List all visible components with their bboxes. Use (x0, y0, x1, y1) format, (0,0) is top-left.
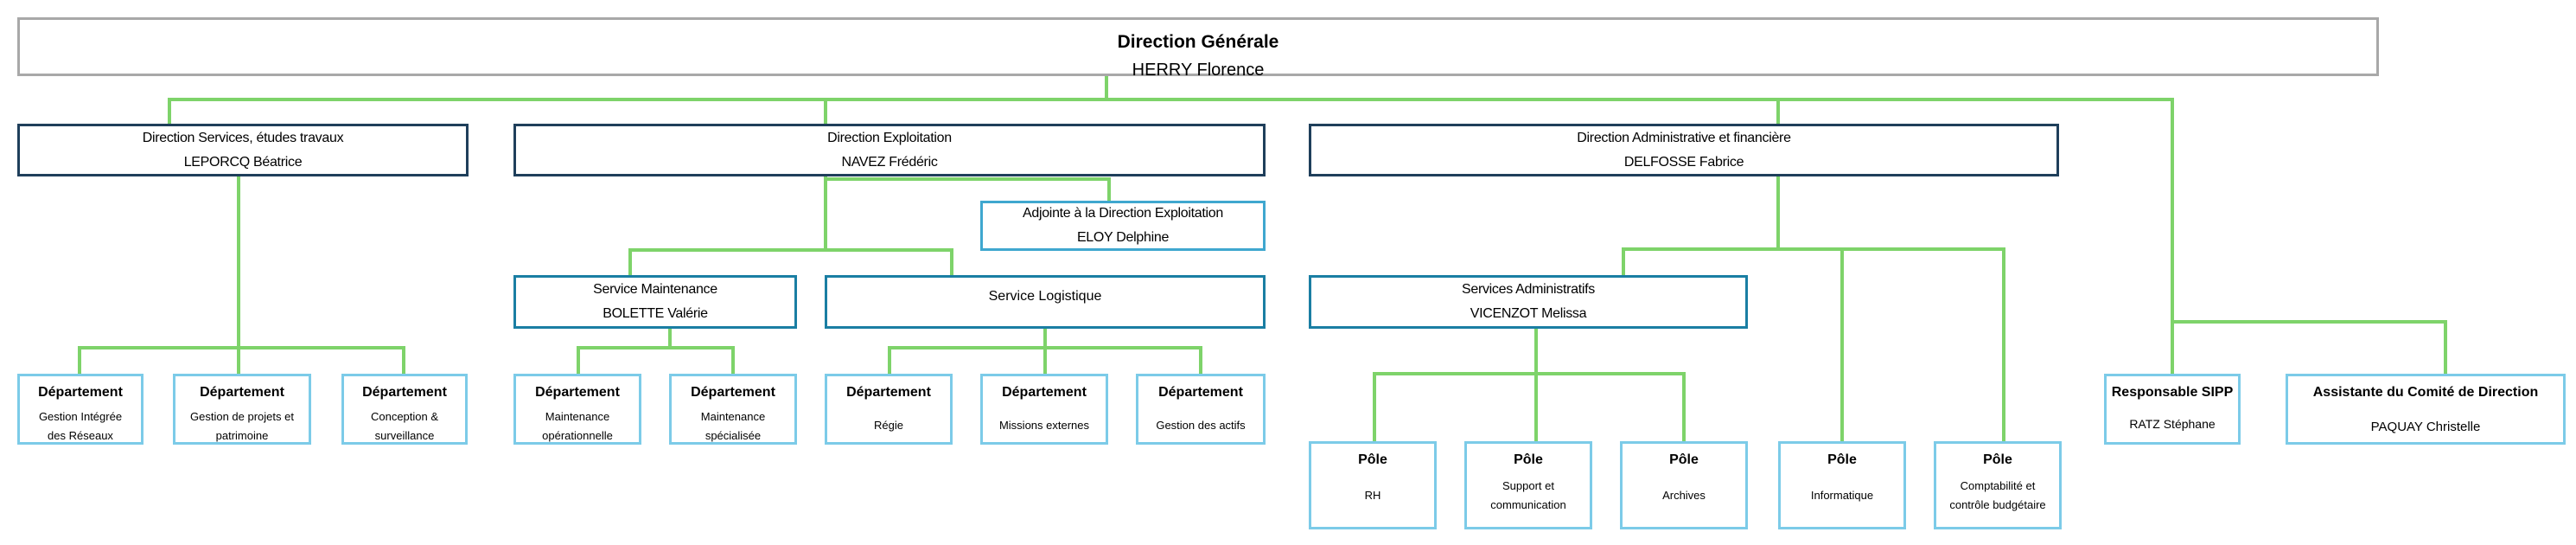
pole-support-box: Pôle Support et communication (1464, 441, 1592, 529)
connector (168, 98, 2447, 374)
connector (824, 176, 953, 275)
service-logistique-box: Service Logistique (825, 275, 1266, 329)
pole-head: Pôle (1514, 452, 1543, 467)
connector (1373, 372, 1686, 441)
dir-admin-box: Direction Administrative et financière D… (1309, 124, 2059, 176)
pole-head: Pôle (1827, 452, 1857, 467)
service-maintenance-box: Service Maintenance BOLETTE Valérie (513, 275, 797, 329)
dept-maint-spec-box: Département Maintenance spécialisée (669, 374, 797, 445)
dir-services-name: LEPORCQ Béatrice (183, 154, 303, 170)
dept-conception-box: Département Conception & surveillance (341, 374, 468, 445)
dept-head: Département (691, 385, 775, 400)
dir-exploitation-box: Direction Exploitation NAVEZ Frédéric (513, 124, 1266, 176)
dir-exploitation-title: Direction Exploitation (827, 130, 952, 145)
service-maintenance-title: Service Maintenance (593, 282, 717, 297)
adjointe-name: ELOY Delphine (1076, 230, 1170, 245)
dept-gestion-projets-box: Département Gestion de projets et patrim… (173, 374, 311, 445)
assistante-name: PAQUAY Christelle (2370, 420, 2481, 434)
pole-rh-box: Pôle RH (1309, 441, 1437, 529)
dept-sub: Gestion Intégrée des Réseaux (38, 410, 123, 442)
dept-head: Département (535, 385, 620, 400)
connector (824, 176, 1111, 201)
dept-head: Département (38, 385, 123, 400)
direction-generale-box: Direction Générale HERRY Florence (17, 17, 2379, 80)
dept-actifs-box: Département Gestion des actifs (1136, 374, 1266, 445)
pole-sub: Comptabilité et contrôle budgétaire (1949, 479, 2046, 511)
dept-head: Département (362, 385, 447, 400)
pole-archives-box: Pôle Archives (1620, 441, 1748, 529)
services-admin-box: Services Administratifs VICENZOT Melissa (1309, 275, 1748, 329)
pole-sub: Archives (1662, 489, 1706, 502)
adjointe-box: Adjointe à la Direction Exploitation ELO… (980, 201, 1266, 251)
dept-sub: Conception & surveillance (370, 410, 439, 442)
dept-missions-box: Département Missions externes (980, 374, 1108, 445)
responsable-sipp-head: Responsable SIPP (2111, 385, 2234, 400)
dept-head: Département (1158, 385, 1243, 400)
pole-head: Pôle (1669, 452, 1699, 467)
pole-sub: RH (1364, 489, 1381, 502)
dept-head: Département (1002, 385, 1087, 400)
connector (78, 346, 405, 374)
pole-sub: Support et communication (1490, 479, 1566, 511)
dept-sub: Gestion des actifs (1156, 419, 1246, 432)
responsable-sipp-box: Responsable SIPP RATZ Stéphane (2104, 374, 2241, 445)
direction-generale-title: Direction Générale (1117, 32, 1279, 52)
dept-gestion-integree-box: Département Gestion Intégrée des Réseaux (17, 374, 143, 445)
pole-sub: Informatique (1810, 489, 1874, 502)
connector (628, 248, 826, 275)
services-admin-name: VICENZOT Melissa (1470, 306, 1587, 321)
dept-sub: Gestion de projets et patrimoine (190, 410, 294, 442)
dept-regie-box: Département Régie (825, 374, 953, 445)
dept-maint-op-box: Département Maintenance opérationnelle (513, 374, 641, 445)
connector (577, 346, 735, 374)
dept-sub: Maintenance spécialisée (700, 410, 766, 442)
pole-head: Pôle (1983, 452, 2012, 467)
direction-generale-name: HERRY Florence (1132, 61, 1265, 80)
assistante-head: Assistante du Comité de Direction (2312, 385, 2539, 400)
assistante-box: Assistante du Comité de Direction PAQUAY… (2286, 374, 2566, 445)
dept-sub: Régie (874, 419, 903, 432)
dir-services-box: Direction Services, études travaux LEPOR… (17, 124, 469, 176)
pole-compta-box: Pôle Comptabilité et contrôle budgétaire (1934, 441, 2062, 529)
service-logistique-title: Service Logistique (988, 289, 1102, 304)
dir-services-title: Direction Services, études travaux (142, 130, 344, 145)
dept-sub: Maintenance opérationnelle (542, 410, 613, 442)
dept-sub: Missions externes (998, 419, 1090, 432)
dir-admin-name: DELFOSSE Fabrice (1623, 154, 1744, 170)
dept-head: Département (200, 385, 284, 400)
dept-head: Département (846, 385, 931, 400)
responsable-sipp-name: RATZ Stéphane (2129, 417, 2216, 431)
dir-exploitation-name: NAVEZ Frédéric (841, 154, 938, 170)
adjointe-title: Adjointe à la Direction Exploitation (1022, 206, 1223, 221)
services-admin-title: Services Administratifs (1461, 282, 1596, 297)
connector (1622, 247, 2005, 441)
dir-admin-title: Direction Administrative et financière (1577, 130, 1791, 145)
service-maintenance-name: BOLETTE Valérie (603, 306, 708, 321)
pole-head: Pôle (1358, 452, 1387, 467)
pole-informatique-box: Pôle Informatique (1778, 441, 1906, 529)
